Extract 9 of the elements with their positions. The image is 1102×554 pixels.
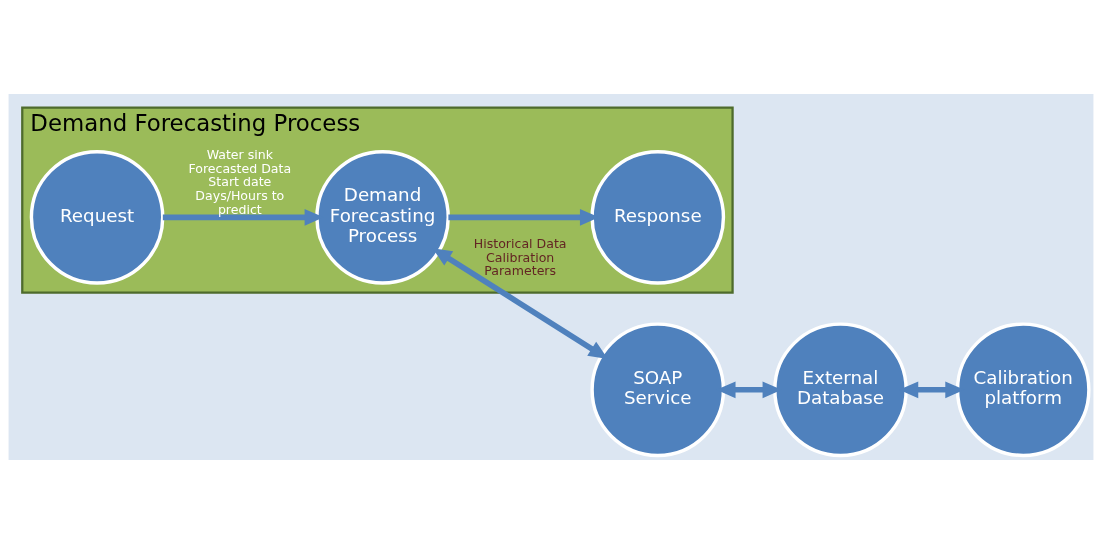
edge-label: Water sink Forecasted Data Start date Days/Hours to predict	[188, 146, 292, 217]
node-circle: Calibration platform	[955, 322, 1091, 458]
node-circle: External Database	[773, 322, 908, 458]
node-circle: Demand Forecasting Process	[315, 149, 450, 285]
node-circle: SOAP Service	[590, 322, 726, 458]
edge-label: Historical Data Calibration Parameters	[473, 235, 567, 279]
arrow	[432, 248, 608, 359]
node-circle: Request	[29, 149, 165, 285]
node-circle: Response	[590, 149, 726, 285]
